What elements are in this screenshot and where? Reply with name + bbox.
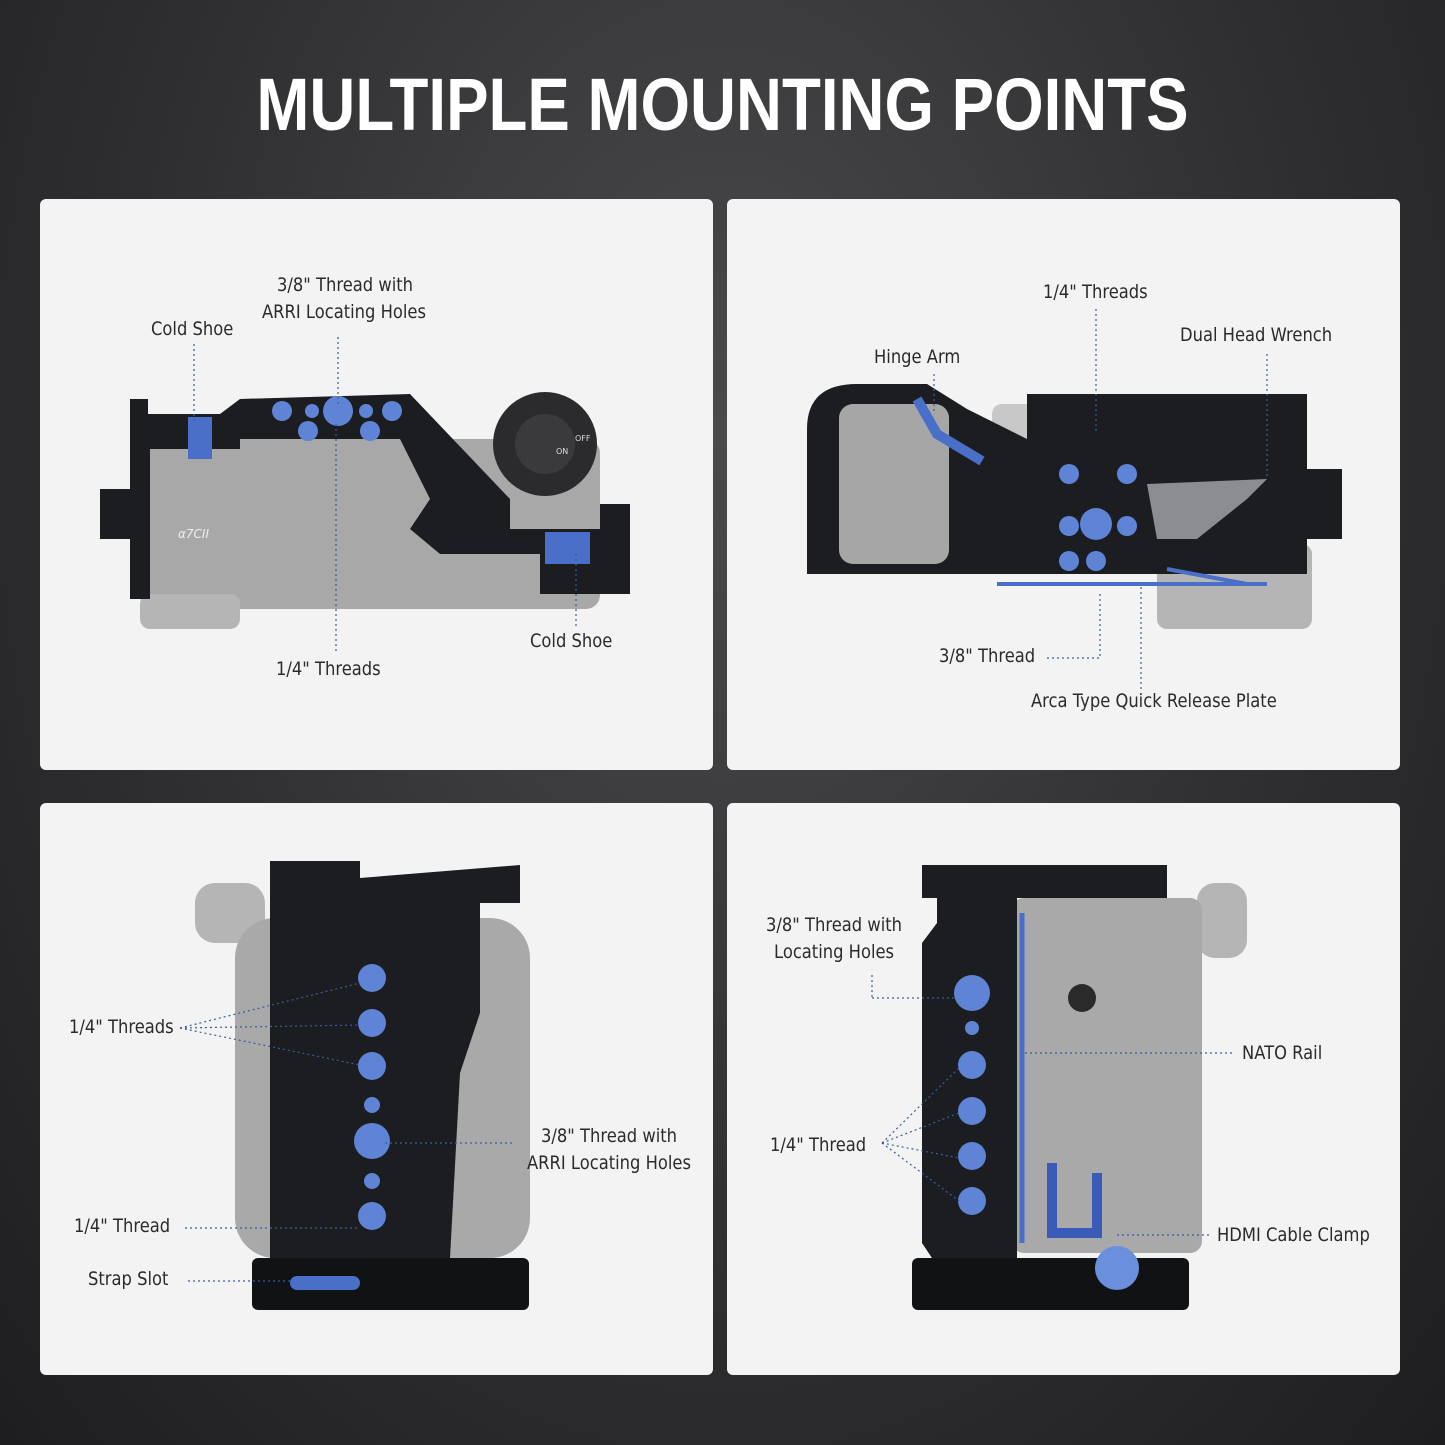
label-hinge-arm: Hinge Arm [874, 346, 961, 368]
cage-top-view-illustration: α7CII OFF ON [100, 337, 630, 654]
label-strap-slot: Strap Slot [88, 1268, 169, 1290]
label-thread-38-line2: Locating Holes [774, 941, 895, 963]
camera-model-text: α7CII [178, 527, 209, 541]
label-thread-38: 3/8" Thread [939, 645, 1036, 667]
panel-bottom-view: 1/4" Threads Hinge Arm Dual Head Wrench … [727, 199, 1400, 770]
panel-left-side-view: 1/4" Threads 3/8" Thread with ARRI Locat… [40, 803, 713, 1375]
label-thread-14: 1/4" Thread [770, 1134, 867, 1156]
page-title: MULTIPLE MOUNTING POINTS [256, 63, 1189, 146]
label-nato-rail: NATO Rail [1242, 1042, 1323, 1064]
label-dual-head-wrench: Dual Head Wrench [1180, 324, 1333, 346]
label-hdmi-clamp: HDMI Cable Clamp [1217, 1224, 1370, 1246]
panel-right-side-view: 3/8" Thread with Locating Holes NATO Rai… [727, 803, 1400, 1375]
cage-bottom-view-illustration [807, 309, 1342, 689]
dial-on-text: ON [556, 447, 568, 456]
label-thread-38-line1: 3/8" Thread with [277, 274, 414, 296]
label-thread-38-line1: 3/8" Thread with [541, 1125, 678, 1147]
label-threads-14: 1/4" Threads [69, 1016, 174, 1038]
dial-off-text: OFF [575, 434, 591, 443]
label-thread-14: 1/4" Thread [74, 1215, 171, 1237]
cage-right-side-illustration [871, 865, 1247, 1310]
cage-left-side-illustration [179, 861, 530, 1310]
label-threads-14: 1/4" Threads [276, 658, 381, 680]
label-thread-38-line2: ARRI Locating Holes [527, 1152, 691, 1174]
label-arca-plate: Arca Type Quick Release Plate [1031, 690, 1277, 712]
label-thread-38-line2: ARRI Locating Holes [262, 301, 426, 323]
label-thread-38-line1: 3/8" Thread with [766, 914, 903, 936]
label-cold-shoe-right: Cold Shoe [530, 630, 613, 652]
label-cold-shoe-left: Cold Shoe [151, 318, 234, 340]
label-threads-14: 1/4" Threads [1043, 281, 1148, 303]
panel-top-view: α7CII OFF ON Cold Shoe 3/8" Thread with … [40, 199, 713, 770]
